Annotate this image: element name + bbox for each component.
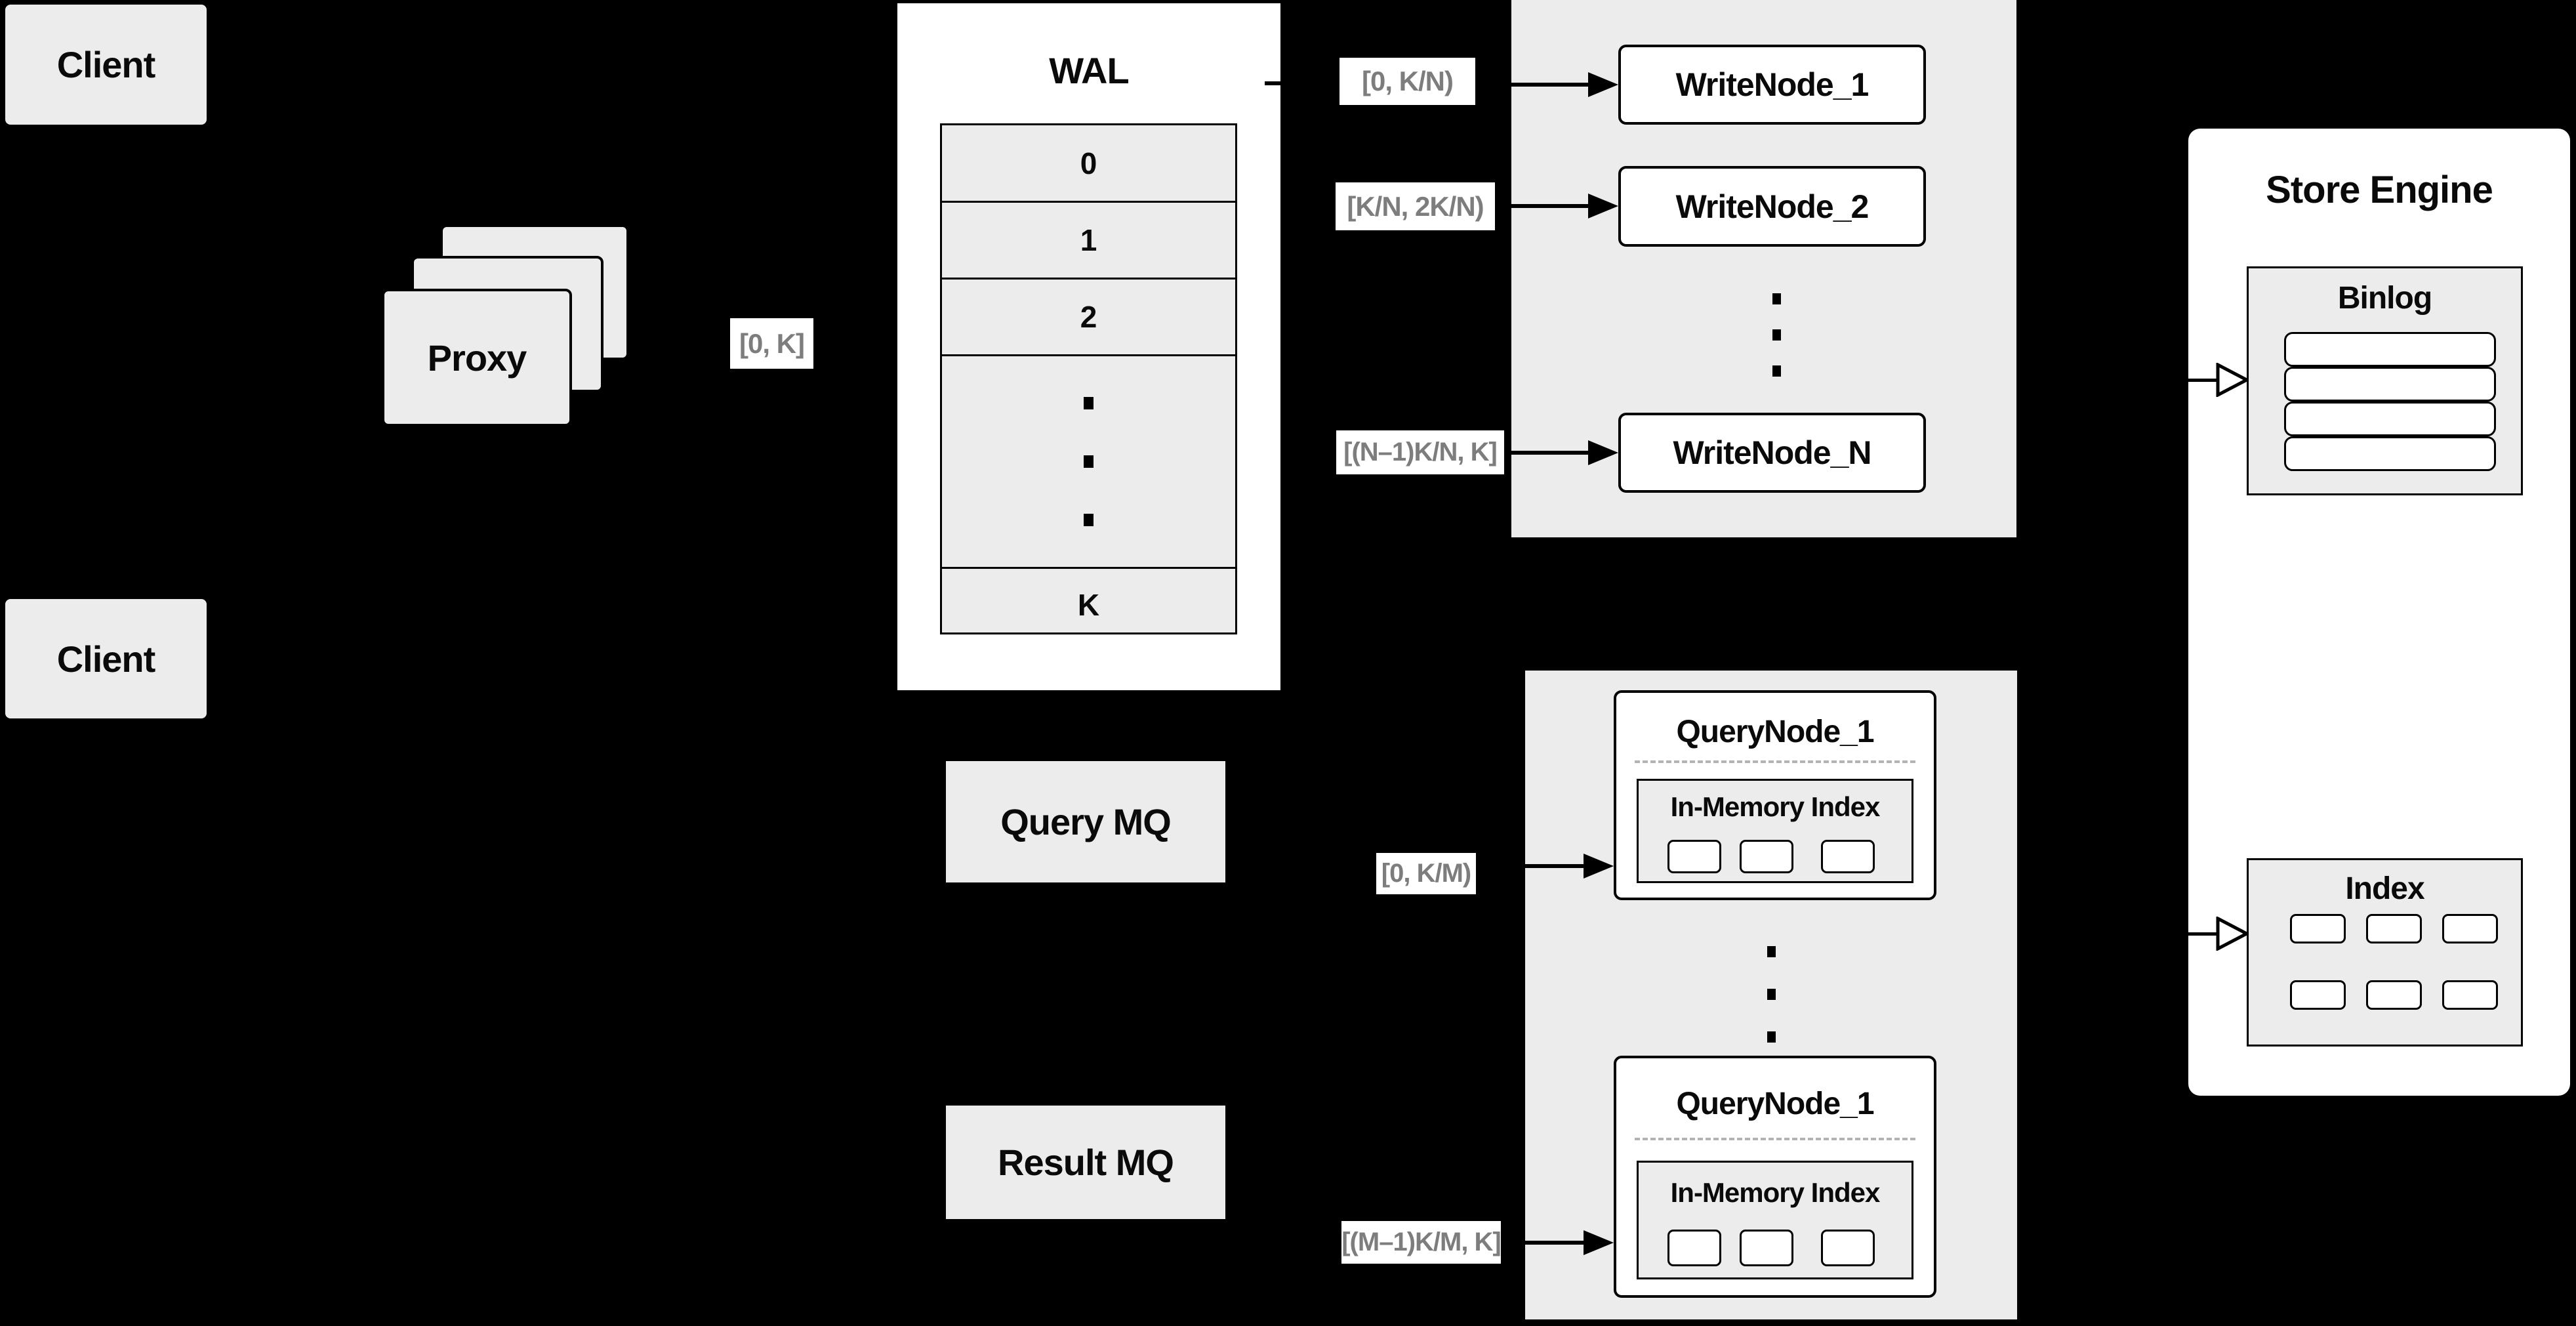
arrow-line-querynode-1: [1525, 864, 1587, 868]
wal-log-table: 0 1 2 K: [940, 123, 1237, 634]
wal-row-0: 0: [942, 125, 1235, 203]
query-node-bottom-box: QueryNode_1 In-Memory Index: [1614, 1056, 1936, 1298]
index-file: [2442, 914, 2498, 943]
ellipsis-dot: [1767, 946, 1776, 957]
index-segment: [1667, 840, 1721, 873]
ellipsis-dot: [1767, 1031, 1776, 1043]
binlog-title: Binlog: [2337, 281, 2432, 316]
index-title: Index: [2345, 871, 2424, 906]
in-memory-index-bottom: In-Memory Index: [1637, 1161, 1913, 1279]
open-arrowhead-icon: [2216, 917, 2249, 951]
index-segment: [1667, 1230, 1721, 1266]
query-node-bottom-title: QueryNode_1: [1676, 1087, 1874, 1121]
open-arrowhead-icon: [2216, 363, 2249, 397]
query-node-top-box: QueryNode_1 In-Memory Index: [1614, 690, 1936, 900]
store-engine-panel: Store Engine Binlog Index: [2188, 129, 2570, 1096]
query-mq-box: Query MQ: [946, 761, 1225, 882]
index-file: [2290, 914, 2346, 943]
write-node-n-box: WriteNode_N: [1618, 413, 1926, 493]
arrow-line-writenode-n: [1511, 451, 1590, 455]
wal-row-2: 2: [942, 280, 1235, 356]
wal-row-ellipsis: [942, 356, 1235, 569]
range-chip-querynode-1: [0, K/M): [1376, 853, 1476, 894]
client-box-bottom: Client: [5, 599, 207, 718]
solid-arrowhead-icon: [1588, 440, 1618, 465]
in-memory-index-top-label: In-Memory Index: [1670, 791, 1881, 822]
arrow-line-index: [2188, 932, 2221, 936]
ellipsis-dot: [1767, 989, 1776, 1000]
index-segment: [1821, 840, 1875, 873]
range-chip-querynode-m: [(M–1)K/M, K]: [1341, 1221, 1502, 1264]
write-node-ellipsis: [1772, 293, 1781, 377]
range-chip-proxy-to-wal: [0, K]: [730, 318, 813, 369]
ellipsis-dot: [1772, 293, 1781, 304]
range-chip-writenode-2: [K/N, 2K/N): [1336, 182, 1495, 230]
ellipsis-dot: [1772, 329, 1781, 341]
client-box-top: Client: [5, 5, 207, 125]
ellipsis-dot: [1772, 365, 1781, 377]
query-node-ellipsis: [1767, 946, 1776, 1043]
client-top-label: Client: [56, 44, 156, 85]
client-bottom-label: Client: [56, 638, 156, 680]
solid-arrowhead-icon: [1588, 72, 1618, 97]
wal-row-k: K: [1077, 587, 1100, 622]
index-segment: [1821, 1230, 1875, 1266]
dashed-divider: [1635, 1138, 1915, 1140]
binlog-row: [2284, 436, 2496, 471]
binlog-box: Binlog: [2247, 266, 2523, 495]
wal-title: WAL: [1049, 50, 1129, 91]
solid-arrowhead-icon: [1584, 854, 1614, 879]
range-chip-writenode-1: [0, K/N): [1339, 58, 1475, 105]
index-box: Index: [2247, 858, 2523, 1046]
result-mq-box: Result MQ: [946, 1106, 1225, 1219]
wal-row-1: 1: [942, 203, 1235, 280]
range-chip-writenode-n: [(N–1)K/N, K]: [1336, 430, 1504, 474]
index-file: [2442, 980, 2498, 1010]
dashed-divider: [1635, 760, 1915, 763]
index-file: [2366, 914, 2422, 943]
write-node-1-box: WriteNode_1: [1618, 45, 1926, 125]
index-segment: [1740, 1230, 1793, 1266]
wal-outgoing-line-stub: [1265, 81, 1280, 85]
in-memory-index-top: In-Memory Index: [1637, 779, 1913, 883]
index-file: [2366, 980, 2422, 1010]
proxy-label: Proxy: [427, 337, 527, 379]
ellipsis-dot: [1084, 514, 1094, 526]
ellipsis-dot: [1084, 455, 1094, 468]
wal-panel: WAL 0 1 2 K: [897, 3, 1280, 690]
binlog-row: [2284, 402, 2496, 436]
solid-arrowhead-icon: [1588, 194, 1618, 218]
in-memory-index-bottom-label: In-Memory Index: [1670, 1177, 1881, 1208]
store-engine-title: Store Engine: [2266, 169, 2493, 211]
index-segment: [1740, 840, 1793, 873]
ellipsis-dot: [1084, 397, 1094, 409]
binlog-row: [2284, 332, 2496, 367]
query-node-top-title: QueryNode_1: [1676, 715, 1874, 749]
solid-arrowhead-icon: [1584, 1230, 1614, 1255]
arrow-line-binlog: [2188, 379, 2221, 382]
proxy-box-front: Proxy: [382, 289, 572, 426]
index-file: [2290, 980, 2346, 1010]
write-node-2-box: WriteNode_2: [1618, 166, 1926, 247]
binlog-row: [2284, 367, 2496, 402]
arrow-line-querynode-m: [1525, 1241, 1587, 1245]
arrow-line-writenode-2: [1511, 204, 1590, 208]
arrow-line-writenode-1: [1511, 83, 1590, 87]
